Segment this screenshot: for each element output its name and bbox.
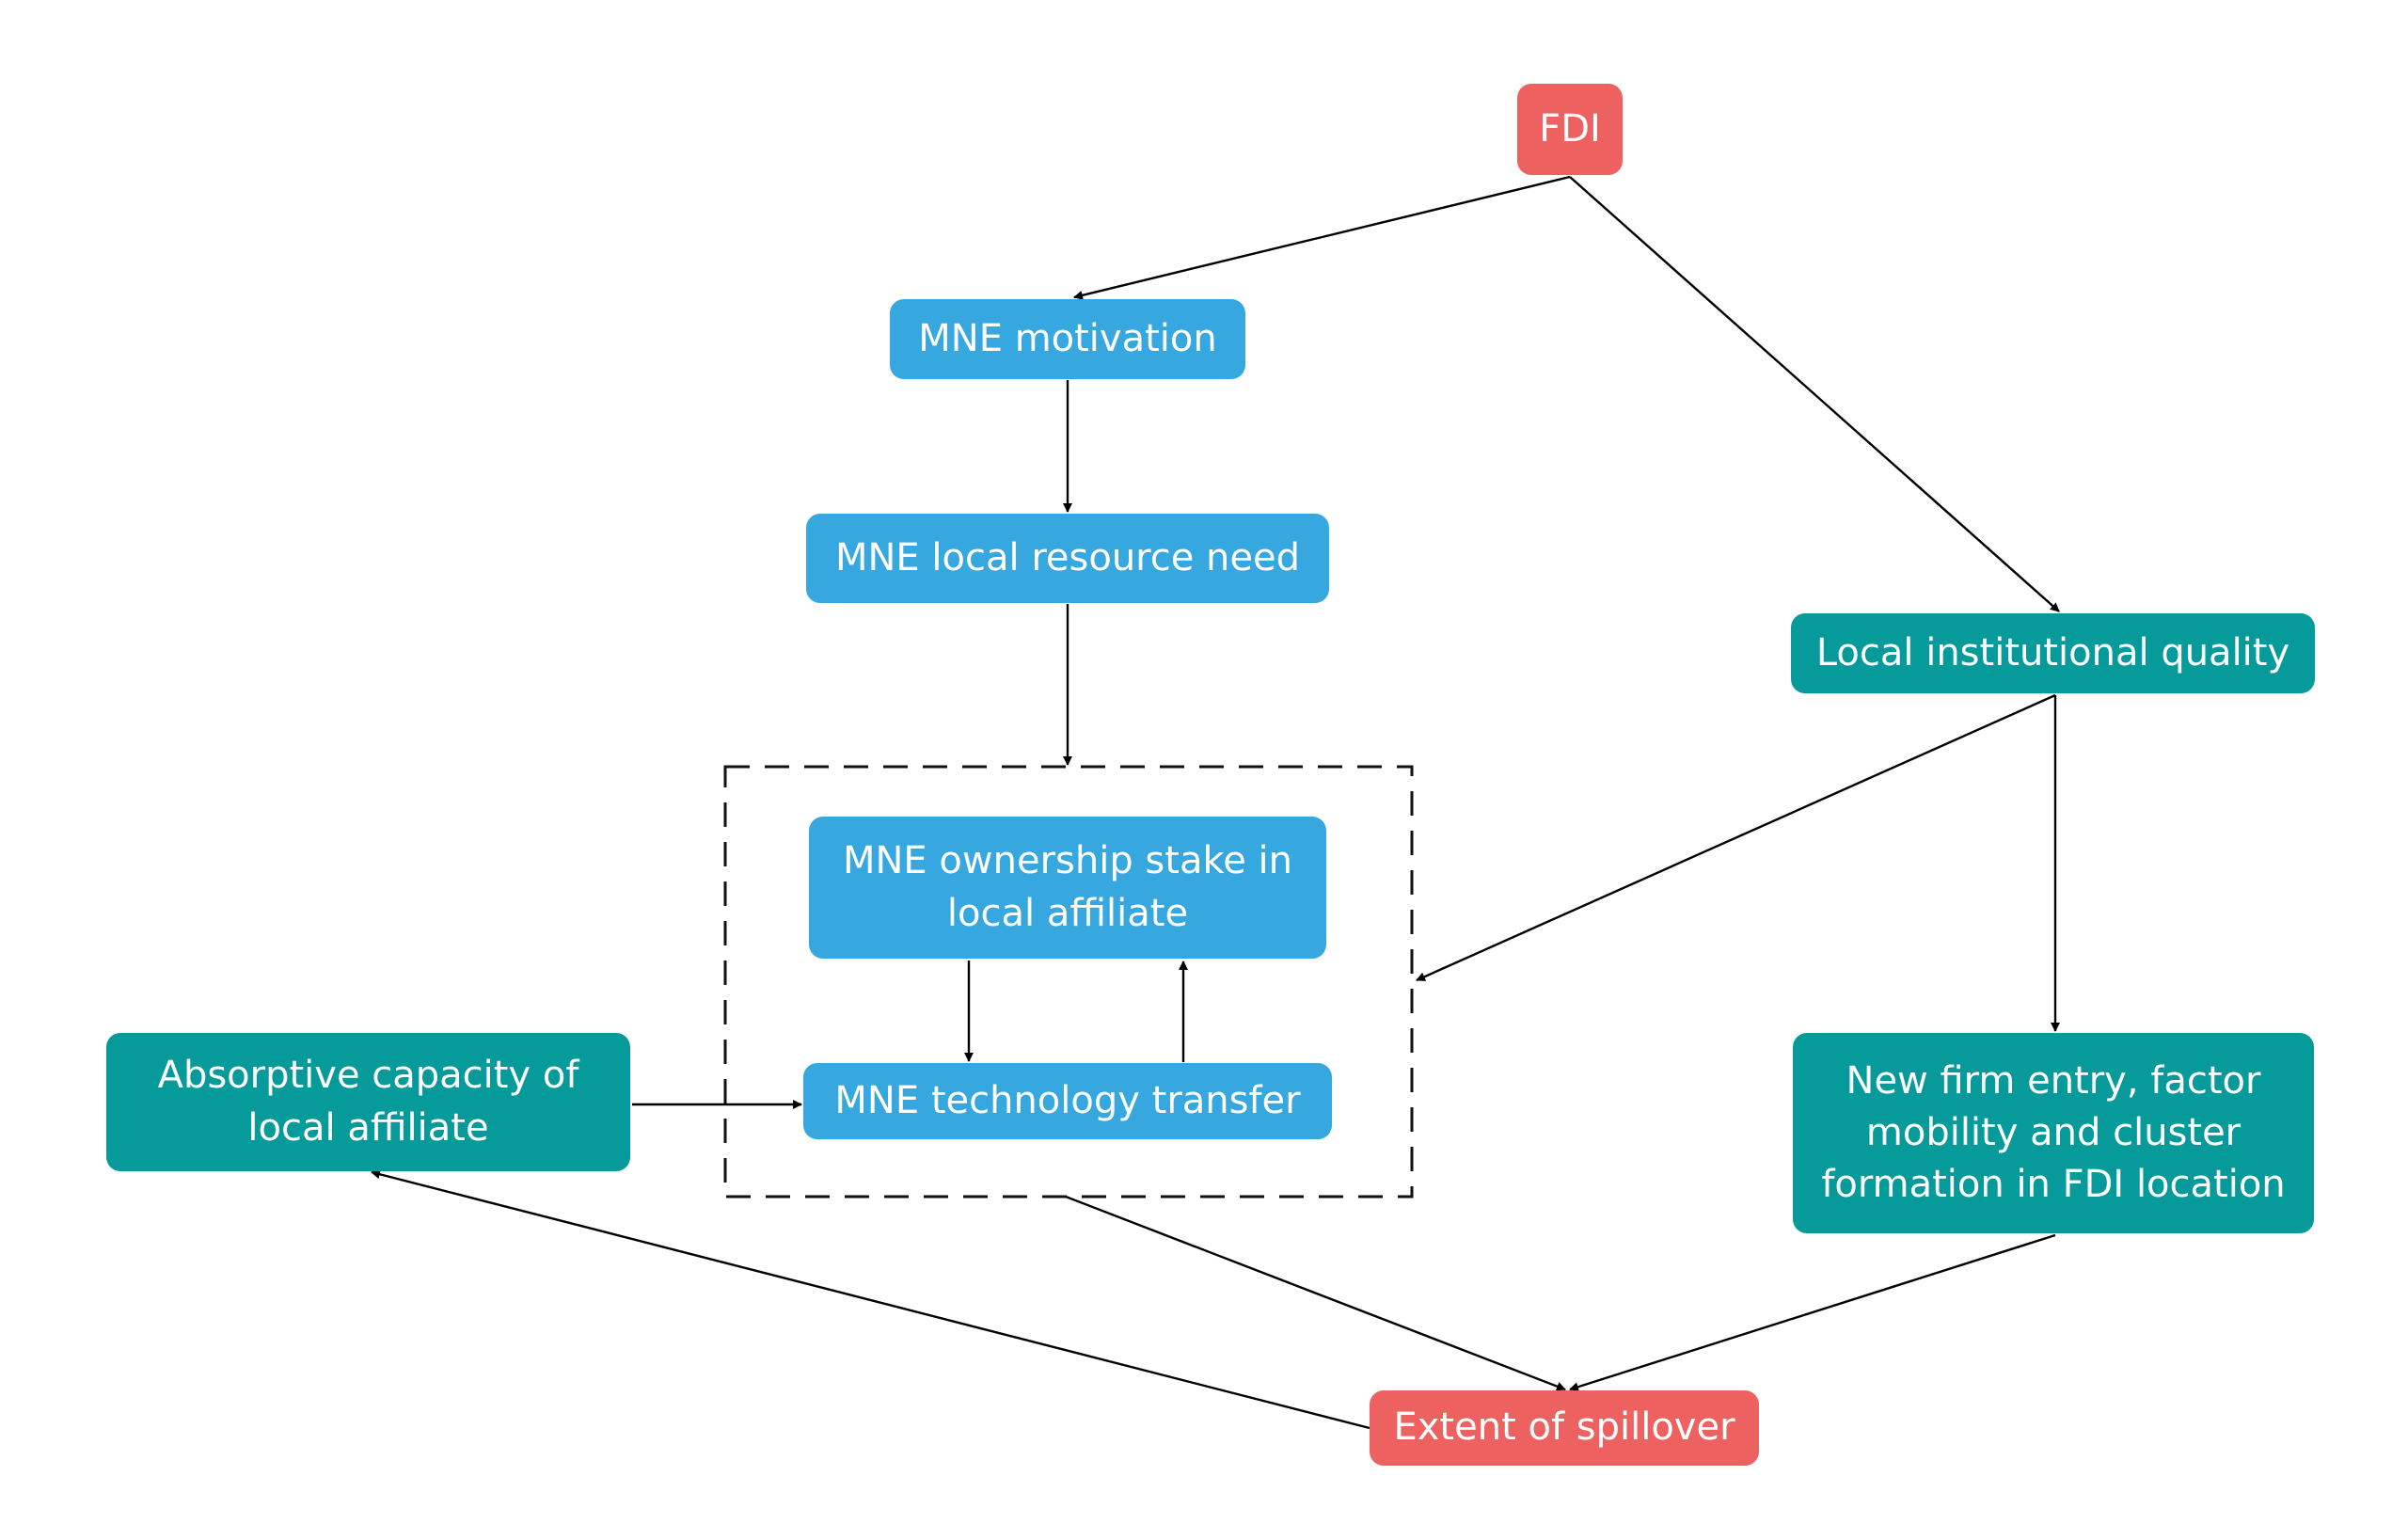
edge-fdi-to-motivation	[1073, 175, 1571, 300]
node-mne-motivation: MNE motivation	[890, 299, 1245, 379]
edge-affiliate-group-to-spillover	[1065, 1195, 1566, 1391]
node-extent-of-spillover: Extent of spillover	[1370, 1390, 1759, 1466]
edge-fdi-to-institution	[1569, 176, 2060, 612]
edge-newfirm-to-spillover	[1569, 1233, 2056, 1392]
node-fdi: FDI	[1517, 84, 1623, 175]
node-absorptive-capacity: Absorptive capacity of local affiliate	[106, 1033, 630, 1171]
edge-institution-to-affiliate-group	[1416, 693, 2056, 982]
node-mne-local-resource-need: MNE local resource need	[806, 514, 1329, 603]
affiliate-group-dashed-box	[723, 765, 1414, 1199]
edge-spillover-to-absorptive	[371, 1169, 1370, 1430]
node-mne-ownership-stake: MNE ownership stake in local affiliate	[809, 817, 1326, 959]
node-new-firm-entry: New firm entry, factor mobility and clus…	[1793, 1033, 2314, 1233]
node-local-institutional-quality: Local institutional quality	[1791, 613, 2315, 693]
node-mne-technology-transfer: MNE technology transfer	[803, 1063, 1332, 1139]
